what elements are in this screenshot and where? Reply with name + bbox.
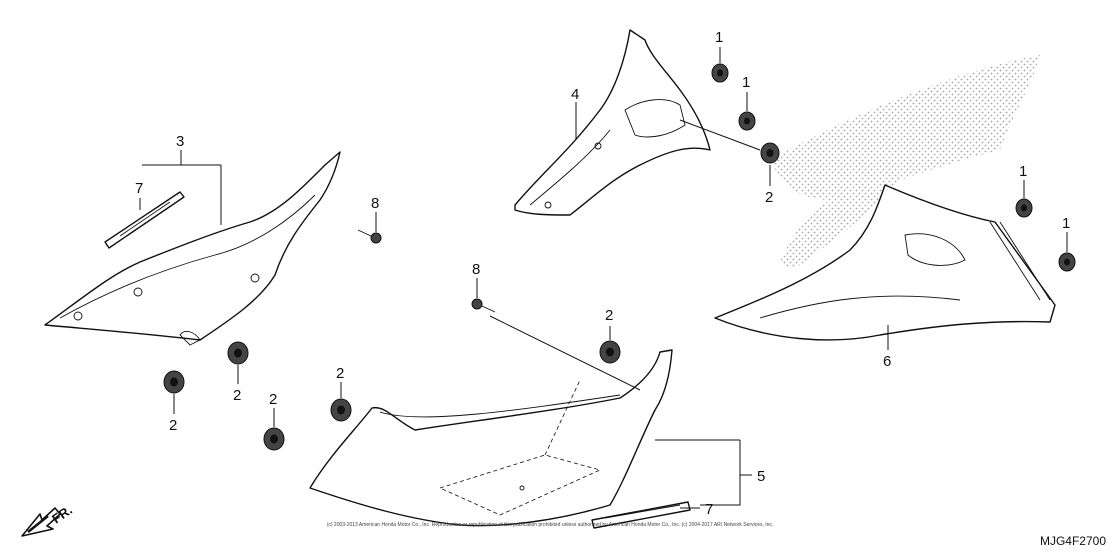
grommet-2a[interactable] (760, 142, 780, 164)
callout-7b: 7 (705, 501, 713, 518)
grommet-2b[interactable] (227, 341, 249, 365)
screw-upper[interactable] (357, 229, 382, 244)
callout-2b: 2 (233, 387, 241, 404)
front-direction-label: FR. (49, 502, 75, 526)
callout-3: 3 (176, 133, 184, 150)
lower-cover[interactable] (309, 349, 673, 527)
callout-1a: 1 (715, 29, 723, 46)
copyright-notice: (c) 2003-2013 American Honda Motor Co., … (326, 522, 774, 528)
grommet-2f[interactable] (599, 340, 621, 364)
callout-1b: 1 (742, 74, 750, 91)
grommet-2d[interactable] (330, 398, 352, 422)
grommet-1b[interactable] (738, 111, 756, 131)
callout-2a: 2 (765, 189, 773, 206)
wing-emblem-watermark (770, 55, 1040, 268)
emblem-upper[interactable] (104, 191, 185, 249)
callout-1d: 1 (1062, 215, 1070, 232)
callout-2e: 2 (269, 391, 277, 408)
callout-1c: 1 (1019, 163, 1027, 180)
callout-5: 5 (757, 468, 765, 485)
callout-7a: 7 (135, 180, 143, 197)
right-side-cover[interactable] (714, 184, 1056, 341)
callout-2f: 2 (605, 307, 613, 324)
callout-8b: 8 (472, 261, 480, 278)
inner-upper-cover[interactable] (514, 29, 711, 216)
diagram-code: MJG4F2700 (1039, 534, 1106, 548)
screw-lower[interactable] (471, 298, 496, 313)
front-direction-arrow-icon (21, 507, 61, 537)
callout-6: 6 (883, 353, 891, 370)
grommet-1d[interactable] (1058, 252, 1076, 272)
grommet-1c[interactable] (1015, 198, 1033, 218)
emblem-lower[interactable] (591, 501, 691, 529)
callout-2c: 2 (169, 417, 177, 434)
left-side-cover[interactable] (44, 151, 341, 346)
grommet-1a[interactable] (711, 63, 729, 83)
grommet-2e[interactable] (263, 427, 285, 451)
callout-4: 4 (571, 86, 579, 103)
grommet-2c[interactable] (163, 370, 185, 394)
callout-8a: 8 (371, 195, 379, 212)
leader-lines (139, 47, 1068, 509)
callout-2d: 2 (336, 365, 344, 382)
